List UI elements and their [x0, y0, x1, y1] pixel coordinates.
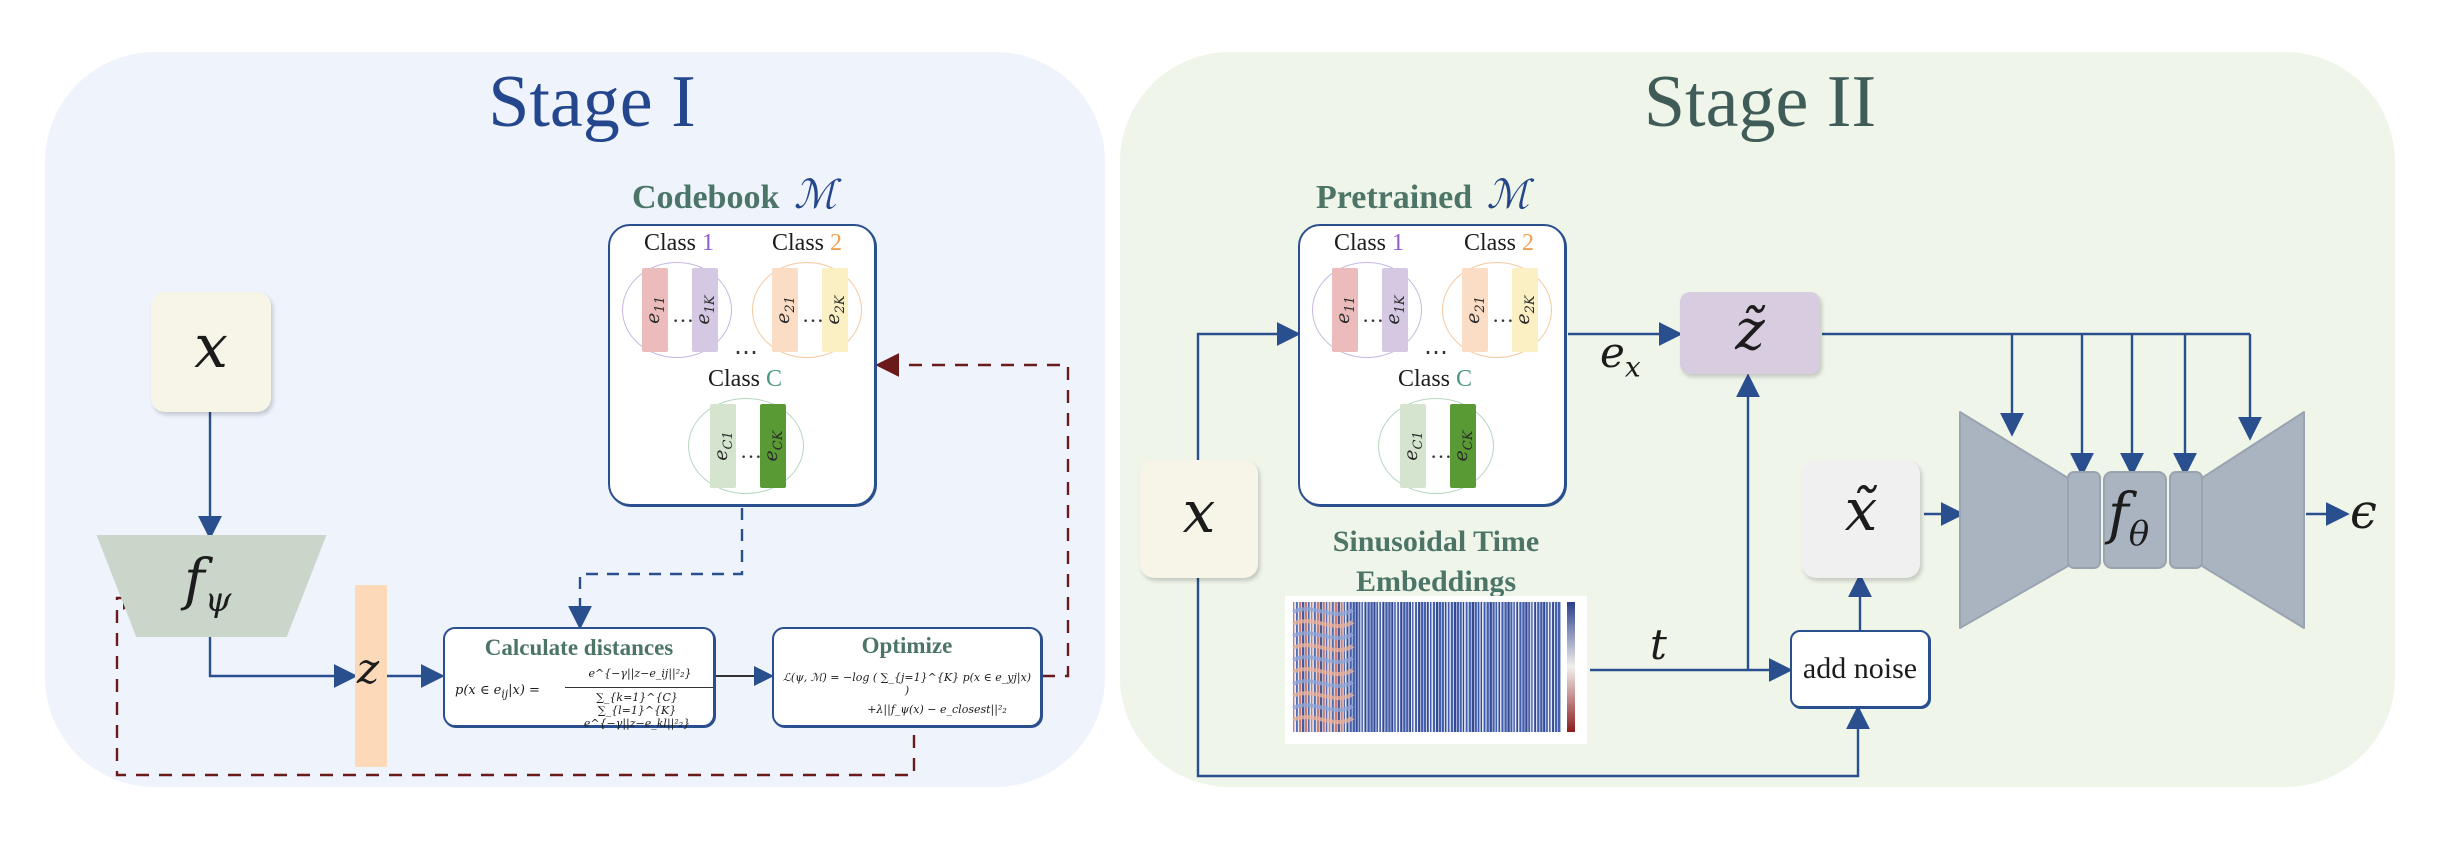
pretrained-title: Pretrained ℳ [1316, 172, 1530, 218]
chip-e21: e21 [772, 268, 798, 352]
classC-label: Class C [708, 366, 783, 392]
pretrained-classes-ellipsis: ⋯ [1424, 340, 1448, 366]
pretrained-chip-e1K: e1K [1382, 268, 1408, 352]
pretrained-class1-label: Class 1 [1334, 230, 1405, 256]
pretrained-classC-ellipse [1378, 398, 1494, 494]
latent-z-label: z [357, 644, 380, 693]
unet-block-mid-icon [2103, 471, 2167, 569]
latent-z-bar [355, 585, 387, 767]
add-noise-label: add noise [1802, 652, 1918, 685]
pretrained-chip-eC1: eC1 [1400, 404, 1426, 488]
add-noise-box: add noise [1790, 630, 1930, 708]
class2-ellipse [752, 262, 862, 358]
class2-dots: … [802, 302, 824, 327]
classC-dots: … [740, 438, 762, 463]
unet-right-icon [2201, 411, 2305, 629]
pretrained-chip-eCK: eCK [1450, 404, 1476, 488]
codebook-box: Class 1 Class 2 e11 … e1K e21 … e2K ⋯ Cl… [608, 224, 876, 506]
class1-label: Class 1 [644, 230, 715, 256]
pretrained-class2-dots: … [1492, 302, 1514, 327]
calc-formula-den: ∑_{k=1}^{C} ∑_{l=1}^{K} e^{−γ||z−e_kl||²… [583, 691, 691, 730]
sinusoidal-title: Sinusoidal Time Embeddings [1332, 525, 1540, 598]
pretrained-class2-ellipse [1442, 262, 1552, 358]
class2-label: Class 2 [772, 230, 843, 256]
pretrained-box: Class 1 Class 2 e11 … e1K e21 … e2K ⋯ Cl… [1298, 224, 1566, 506]
class1-ellipse [622, 262, 732, 358]
unet-block-right-icon [2169, 471, 2203, 569]
pretrained-chip-e11: e11 [1332, 268, 1358, 352]
calc-formula-lhs: p(x ∈ eij|x) = [455, 683, 540, 701]
pretrained-class1-ellipse [1312, 262, 1422, 358]
chip-e11: e11 [642, 268, 668, 352]
codebook-title: Codebook ℳ [632, 172, 837, 218]
pretrained-class1-dots: … [1362, 302, 1384, 327]
optimize-title: Optimize [861, 633, 953, 658]
chip-e2K: e2K [822, 268, 848, 352]
f-theta-label: fθ [2108, 482, 2150, 555]
xtilde-label: x̃ [1844, 476, 1878, 544]
dashed-codebook-to-calc-icon [568, 508, 744, 630]
calc-fraction-bar [565, 687, 713, 688]
stage2-title: Stage II [1643, 61, 1877, 143]
chip-e1K: e1K [692, 268, 718, 352]
ztilde-box: z̃ [1680, 292, 1820, 374]
pretrained-classC-label: Class C [1398, 366, 1473, 392]
ztilde-label: z̃ [1735, 298, 1765, 363]
dashed-feedback-to-codebook-icon [875, 353, 1070, 678]
stage2-input-x-label: x [1182, 478, 1216, 546]
input-x-label: x [194, 312, 228, 382]
chip-eC1: eC1 [710, 404, 736, 488]
stage1-title: Stage I [488, 61, 696, 143]
pretrained-class2-label: Class 2 [1464, 230, 1535, 256]
t-label: t [1650, 620, 1667, 669]
xtilde-box: x̃ [1802, 460, 1920, 578]
optimize-box: Optimize ℒ(ψ, ℳ) = −log ( ∑_{j=1}^{K} p(… [772, 627, 1042, 727]
ex-label: ex [1600, 328, 1641, 384]
input-x-box-stage1: x [151, 292, 271, 412]
calc-distances-box: Calculate distances p(x ∈ eij|x) = e^{−γ… [443, 627, 715, 730]
classes-ellipsis: ⋯ [734, 340, 758, 366]
encoder-label: fψ [184, 548, 232, 621]
sinusoidal-heatmap [1285, 596, 1587, 744]
unet-left-icon [1959, 411, 2069, 629]
optimize-loss-line1: ℒ(ψ, ℳ) = −log ( ∑_{j=1}^{K} p(x ∈ e_yj|… [782, 671, 1032, 697]
classC-ellipse [688, 398, 804, 494]
trapezoid-encoder-icon [96, 535, 327, 637]
calc-distances-title: Calculate distances [484, 635, 674, 660]
arrow-x-bottom-to-noise-icon [1196, 576, 1870, 778]
input-x-box-stage2: x [1140, 460, 1258, 578]
chip-eCK: eCK [760, 404, 786, 488]
unet-block-left-icon [2067, 471, 2101, 569]
epsilon-label: ϵ [2350, 484, 2377, 540]
class1-dots: … [672, 302, 694, 327]
arrow-x-to-pretrained-icon [1196, 322, 1301, 460]
optimize-loss-line2: +λ||f_ψ(x) − e_closest||²₂ [867, 703, 1007, 716]
pretrained-chip-e21: e21 [1462, 268, 1488, 352]
pretrained-chip-e2K: e2K [1512, 268, 1538, 352]
pretrained-classC-dots: … [1430, 438, 1452, 463]
calc-formula-num: e^{−γ||z−e_ij||²₂} [588, 667, 692, 680]
heatmap-icon [1292, 602, 1575, 732]
